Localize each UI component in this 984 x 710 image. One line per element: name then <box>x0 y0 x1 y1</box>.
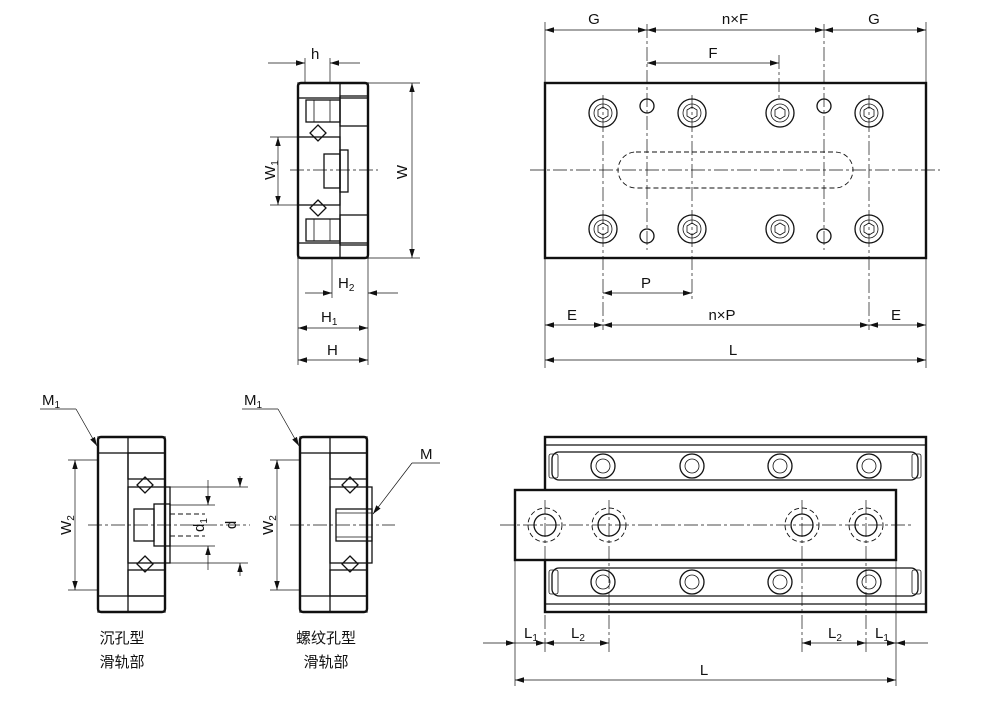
dim-label-m1-threaded: M1 <box>244 392 263 411</box>
dim-label-h: h <box>311 46 319 63</box>
dim-label-h1: H1 <box>321 309 338 328</box>
dim-label-l-top: L <box>729 342 737 359</box>
dim-label-l1-right: L1 <box>875 625 889 644</box>
dim-label-nxp: n×P <box>708 307 735 324</box>
threaded-section <box>242 408 440 614</box>
dim-label-l2-left: L2 <box>571 625 585 644</box>
dim-label-d1: d1 <box>191 518 210 532</box>
bottom-view-bolt-heads <box>590 453 882 595</box>
dim-label-h2: H2 <box>338 275 355 294</box>
dim-label-w1: W1 <box>262 160 281 180</box>
dim-label-g-right: G <box>868 11 880 28</box>
dim-label-l1-left: L1 <box>524 625 538 644</box>
view-captions: 沉孔型 滑轨部 螺纹孔型 滑轨部 <box>99 629 356 671</box>
caption-threaded-rail: 滑轨部 <box>303 653 348 671</box>
top-view <box>530 22 940 368</box>
dim-label-p: P <box>641 275 651 292</box>
bottom-view <box>483 435 928 686</box>
dimension-labels: h W1 W H2 H1 H G n×F G F P E n×P E L M1 … <box>42 11 901 679</box>
dim-label-w: W <box>394 164 411 179</box>
dim-label-w2-threaded: W2 <box>260 515 279 535</box>
dim-label-d: d <box>223 521 240 529</box>
caption-counterbore-type: 沉孔型 <box>99 629 144 647</box>
dim-label-f: F <box>708 45 717 62</box>
dim-label-w2-counterbore: W2 <box>58 515 77 535</box>
dim-label-l-bottom: L <box>700 662 708 679</box>
dim-label-e-left: E <box>567 307 577 324</box>
dim-label-h-total: H <box>327 342 338 359</box>
dim-label-m1-counterbore: M1 <box>42 392 61 411</box>
dim-label-m: M <box>420 446 433 463</box>
side-view <box>268 58 420 365</box>
dim-label-l2-right: L2 <box>828 625 842 644</box>
dim-label-e-right: E <box>891 307 901 324</box>
dim-label-nxf: n×F <box>722 11 748 28</box>
caption-counterbore-rail: 滑轨部 <box>99 653 144 671</box>
dim-label-g-left: G <box>588 11 600 28</box>
caption-threaded-type: 螺纹孔型 <box>296 629 356 647</box>
counterbore-section <box>40 408 250 614</box>
